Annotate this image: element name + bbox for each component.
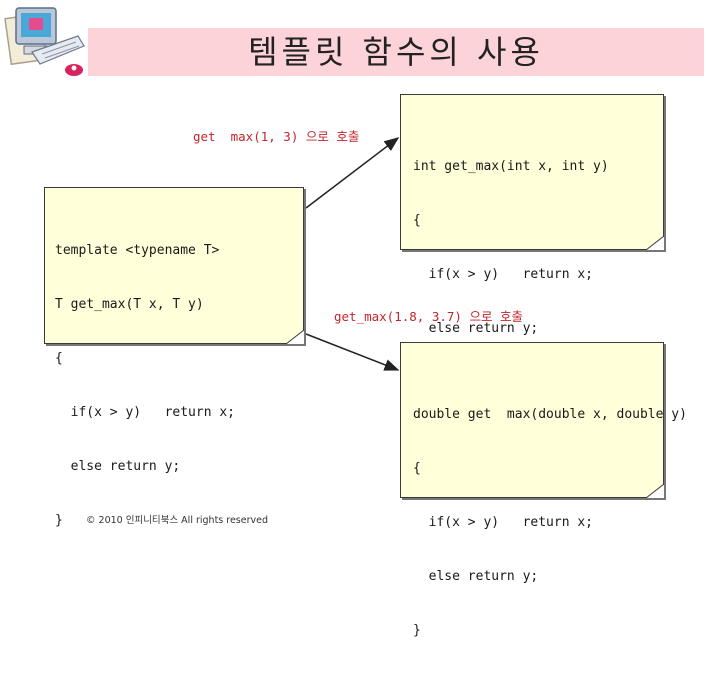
double-function-note: double get max(double x, double y) { if(…	[400, 342, 664, 498]
int-function-note: int get_max(int x, int y) { if(x > y) re…	[400, 94, 664, 250]
call-int-label: get max(1, 3) 으로 호출	[193, 126, 359, 145]
code-line: template <typename T>	[55, 242, 303, 260]
arrow-to-int	[306, 138, 398, 208]
code-line: double get max(double x, double y)	[413, 406, 663, 424]
page-fold-icon	[286, 330, 304, 344]
code-line: else return y;	[55, 458, 303, 476]
code-line: T get_max(T x, T y)	[55, 296, 303, 314]
code-line: {	[413, 460, 663, 478]
code-line: if(x > y) return x;	[413, 514, 663, 532]
arrow-to-double	[306, 334, 398, 370]
code-line: }	[413, 622, 663, 640]
template-function-note: template <typename T> T get_max(T x, T y…	[44, 187, 304, 344]
code-line: {	[413, 212, 663, 230]
call-double-label: get_max(1.8, 3.7) 으로 호출	[334, 306, 523, 325]
code-line: else return y;	[413, 568, 663, 586]
copyright-footer: © 2010 인피니티북스 All rights reserved	[86, 512, 268, 526]
code-line: if(x > y) return x;	[413, 266, 663, 284]
code-line: if(x > y) return x;	[55, 404, 303, 422]
code-line: int get_max(int x, int y)	[413, 158, 663, 176]
code-line: {	[55, 350, 303, 368]
page-fold-icon	[646, 484, 664, 498]
page-fold-icon	[646, 236, 664, 250]
